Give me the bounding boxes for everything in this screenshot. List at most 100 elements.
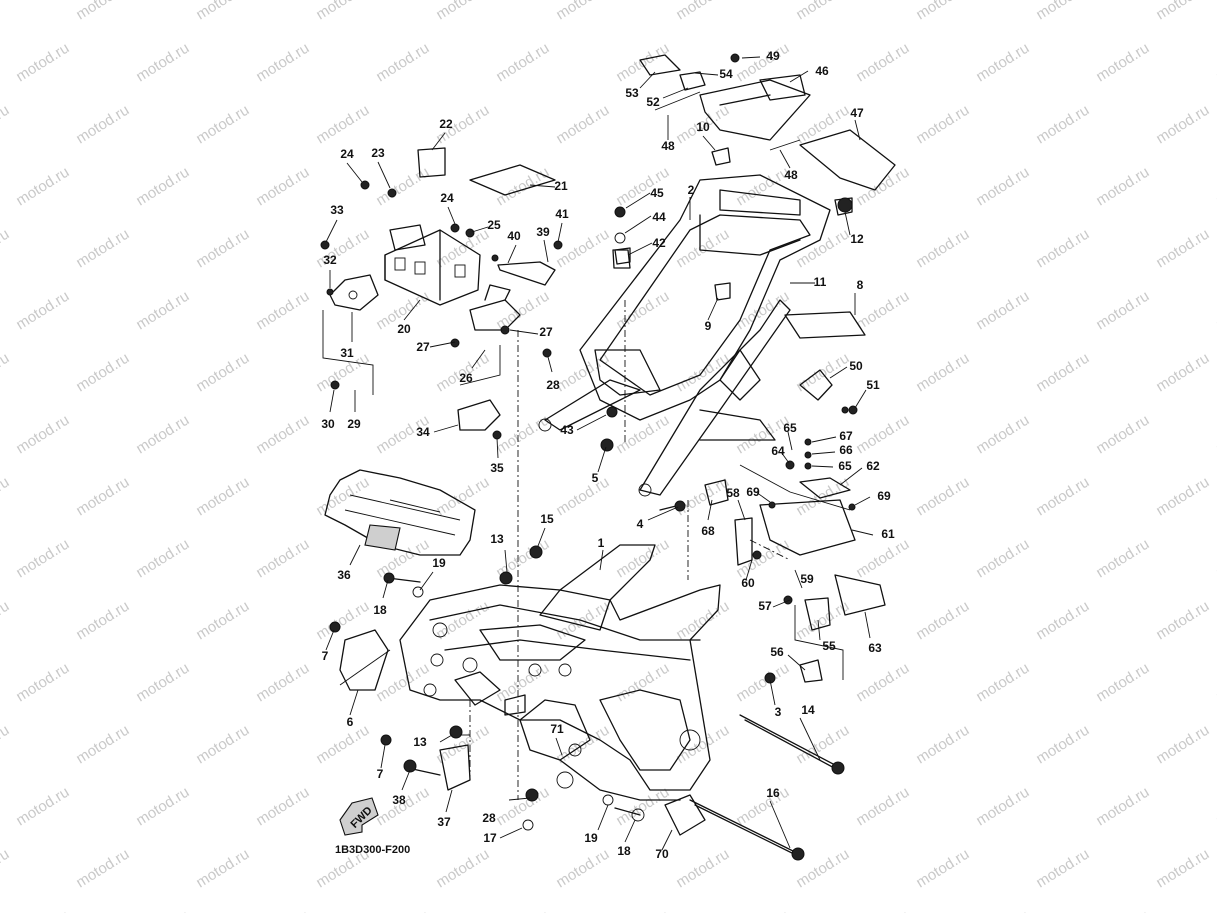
watermark-text: motod.ru	[673, 226, 732, 272]
watermark-text: motod.ru	[73, 474, 132, 520]
watermark-text: motod.ru	[553, 846, 612, 892]
watermark-text: motod.ru	[1033, 226, 1092, 272]
watermark-text: motod.ru	[673, 350, 732, 396]
watermark-text: motod.ru	[253, 288, 312, 334]
watermark-text: motod.ru	[433, 226, 492, 272]
callout-27: 27	[539, 325, 553, 339]
watermark-text: motod.ru	[13, 288, 72, 334]
watermark-text: motod.ru	[793, 0, 852, 23]
watermark-text: motod.ru	[1093, 288, 1152, 334]
watermark-text: motod.ru	[433, 474, 492, 520]
callout-3: 3	[775, 705, 782, 719]
callout-52: 52	[646, 95, 660, 109]
watermark-text: motod.ru	[493, 412, 552, 458]
callout-64: 64	[771, 444, 785, 458]
callout-12: 12	[850, 232, 864, 246]
watermark-text: motod.ru	[913, 722, 972, 768]
diagram-code: 1B3D300-F200	[335, 844, 410, 856]
watermark-text: motod.ru	[733, 660, 792, 706]
callout-28: 28	[482, 811, 496, 825]
watermark-text: motod.ru	[973, 164, 1032, 210]
group-brackets	[322, 310, 851, 736]
watermark-text: motod.ru	[913, 226, 972, 272]
watermark-text: motod.ru	[1033, 0, 1092, 23]
callout-4: 4	[637, 517, 644, 531]
watermark-text: motod.ru	[673, 846, 732, 892]
watermark-text: motod.ru	[1153, 0, 1212, 23]
watermark-text: motod.ru	[193, 846, 252, 892]
watermark-text: motod.ru	[1153, 102, 1212, 148]
callout-28: 28	[546, 378, 560, 392]
callout-41: 41	[555, 207, 569, 221]
watermark-text: motod.ru	[1153, 350, 1212, 396]
watermark-text: motod.ru	[13, 40, 72, 86]
callout-17: 17	[483, 831, 497, 845]
watermark-text: motod.ru	[1213, 40, 1217, 86]
callout-20: 20	[397, 322, 411, 336]
watermark-text: motod.ru	[553, 226, 612, 272]
watermark-text: motod.ru	[973, 908, 1032, 913]
watermark-text: motod.ru	[1153, 722, 1212, 768]
leader-lines	[325, 56, 874, 851]
watermark-text: motod.ru	[673, 598, 732, 644]
callout-48: 48	[661, 139, 675, 153]
watermark-text: motod.ru	[613, 908, 672, 913]
callout-37: 37	[437, 815, 451, 829]
watermark-text: motod.ru	[313, 722, 372, 768]
callout-50: 50	[849, 359, 863, 373]
watermark-text: motod.ru	[1213, 536, 1217, 582]
callout-61: 61	[881, 527, 895, 541]
watermark-text: motod.ru	[193, 350, 252, 396]
watermark-text: motod.ru	[13, 784, 72, 830]
watermark-text: motod.ru	[13, 412, 72, 458]
watermark-text: motod.ru	[733, 40, 792, 86]
watermark-text: motod.ru	[553, 474, 612, 520]
callout-33: 33	[330, 203, 344, 217]
watermark-text: motod.ru	[853, 288, 912, 334]
watermark-text: motod.ru	[913, 350, 972, 396]
watermark-text: motod.ru	[0, 350, 12, 396]
callout-24: 24	[440, 191, 454, 205]
right-brackets	[614, 247, 886, 683]
watermark-text: motod.ru	[73, 0, 132, 23]
watermark-text: motod.ru	[673, 0, 732, 23]
callout-11: 11	[814, 275, 827, 289]
watermark-text: motod.ru	[793, 722, 852, 768]
callout-22: 22	[439, 117, 453, 131]
watermark-text: motod.ru	[73, 598, 132, 644]
watermark-text: motod.ru	[133, 412, 192, 458]
watermark-text: motod.ru	[253, 784, 312, 830]
watermark-text: motod.ru	[133, 288, 192, 334]
watermark-text: motod.ru	[673, 722, 732, 768]
callout-numbers: 1234567789101112131314151617181819192021…	[321, 49, 895, 861]
watermark-text: motod.ru	[1153, 474, 1212, 520]
watermark-text: motod.ru	[973, 288, 1032, 334]
watermark-text: motod.ru	[133, 164, 192, 210]
callout-32: 32	[323, 253, 337, 267]
watermark-text: motod.ru	[193, 722, 252, 768]
callout-36: 36	[337, 568, 351, 582]
watermark-text: motod.ru	[973, 536, 1032, 582]
watermark-text: motod.ru	[253, 40, 312, 86]
callout-8: 8	[857, 278, 864, 292]
watermark-text: motod.ru	[913, 846, 972, 892]
fasteners	[320, 53, 858, 861]
callout-59: 59	[800, 572, 814, 586]
bracket-39-40	[497, 261, 556, 286]
watermark-text: motod.ru	[313, 0, 372, 23]
watermark-text: motod.ru	[13, 164, 72, 210]
callout-53: 53	[625, 86, 639, 100]
watermark-text: motod.ru	[1033, 722, 1092, 768]
battery-box	[384, 224, 481, 306]
callout-66: 66	[839, 443, 853, 457]
callout-18: 18	[617, 844, 631, 858]
callout-15: 15	[540, 512, 554, 526]
callout-51: 51	[866, 378, 880, 392]
callout-19: 19	[432, 556, 446, 570]
watermark-text: motod.ru	[853, 40, 912, 86]
watermark-text: motod.ru	[733, 784, 792, 830]
watermark-text: motod.ru	[133, 784, 192, 830]
watermark-text: motod.ru	[613, 660, 672, 706]
callout-23: 23	[371, 146, 385, 160]
watermark-text: motod.ru	[0, 0, 12, 23]
